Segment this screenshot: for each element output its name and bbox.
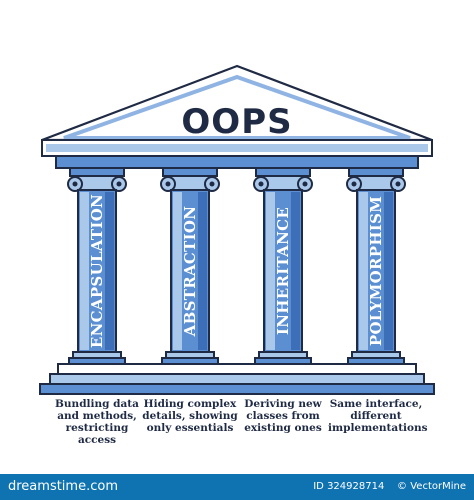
description-line: Same interface, xyxy=(329,398,423,410)
pillar-scroll-center xyxy=(258,181,264,187)
roof-beam-stripe xyxy=(46,144,428,152)
pillar-capital-top xyxy=(162,167,218,177)
pillar-highlight xyxy=(359,192,368,350)
footer-meta: ID 324928714 © VectorMine xyxy=(313,481,466,492)
pillars-group: ENCAPSULATION ABSTRACTION INHERITANCE POLYM… xyxy=(67,167,406,365)
pillar-shadow xyxy=(291,192,300,350)
pillar-abstraction: ABSTRACTION xyxy=(160,167,220,365)
pillar-label-inheritance: INHERITANCE xyxy=(274,207,292,335)
base-step-top xyxy=(57,363,417,375)
description-line: classes from xyxy=(246,410,320,422)
description-line: existing ones xyxy=(244,422,322,434)
footer-brand: dreamstime.com xyxy=(8,479,118,494)
pillar-scroll-center xyxy=(351,181,357,187)
description-line: only essentials xyxy=(146,422,234,434)
pillar-scroll-center xyxy=(302,181,308,187)
oops-temple-diagram: OOPS ENCAPSULATION ABSTRACTION INHERITANCE… xyxy=(39,64,435,395)
pillar-encapsulation: ENCAPSULATION xyxy=(67,167,127,365)
description-line: restricting xyxy=(65,422,129,434)
pillar-label-abstraction: ABSTRACTION xyxy=(181,206,199,338)
temple-base xyxy=(39,363,435,395)
pillar-scroll-center xyxy=(395,181,401,187)
pillar-scroll-center xyxy=(165,181,171,187)
pillar-highlight xyxy=(80,192,89,350)
pillar-scroll-center xyxy=(72,181,78,187)
pillar-shadow xyxy=(198,192,207,350)
watermark-footer: dreamstime.com ID 324928714 © VectorMine xyxy=(0,474,474,500)
description-line: and methods, xyxy=(57,410,137,422)
pillar-highlight xyxy=(173,192,182,350)
roof-inner-band xyxy=(63,74,411,140)
pillar-scroll-center xyxy=(209,181,215,187)
pillar-capital-top xyxy=(69,167,125,177)
pillar-capital-top xyxy=(255,167,311,177)
footer-copyright: © VectorMine xyxy=(397,481,466,492)
pillar-capital-top xyxy=(348,167,404,177)
description-line: details, showing xyxy=(142,410,238,422)
temple-roof: OOPS xyxy=(41,64,433,169)
entablature xyxy=(55,155,419,169)
base-step-middle xyxy=(49,373,425,385)
pillar-highlight xyxy=(266,192,275,350)
description-line: access xyxy=(77,434,117,446)
pillar-scroll-center xyxy=(116,181,122,187)
pillar-polymorphism: POLYMORPHISM xyxy=(346,167,406,365)
description-line: Hiding complex xyxy=(143,398,237,410)
description-line: implementations xyxy=(328,422,428,434)
description-line: Bundling data xyxy=(55,398,139,410)
base-step-bottom xyxy=(39,383,435,395)
description-line: Deriving new xyxy=(244,398,322,410)
pillar-label-polymorphism: POLYMORPHISM xyxy=(367,196,385,346)
description-line: different xyxy=(350,410,402,422)
footer-id: ID 324928714 xyxy=(313,481,385,492)
pillar-shadow xyxy=(384,192,393,350)
pillar-label-encapsulation: ENCAPSULATION xyxy=(88,194,106,348)
pillar-shadow xyxy=(105,192,114,350)
diagram-title: OOPS xyxy=(181,102,292,142)
pillar-inheritance: INHERITANCE xyxy=(253,167,313,365)
